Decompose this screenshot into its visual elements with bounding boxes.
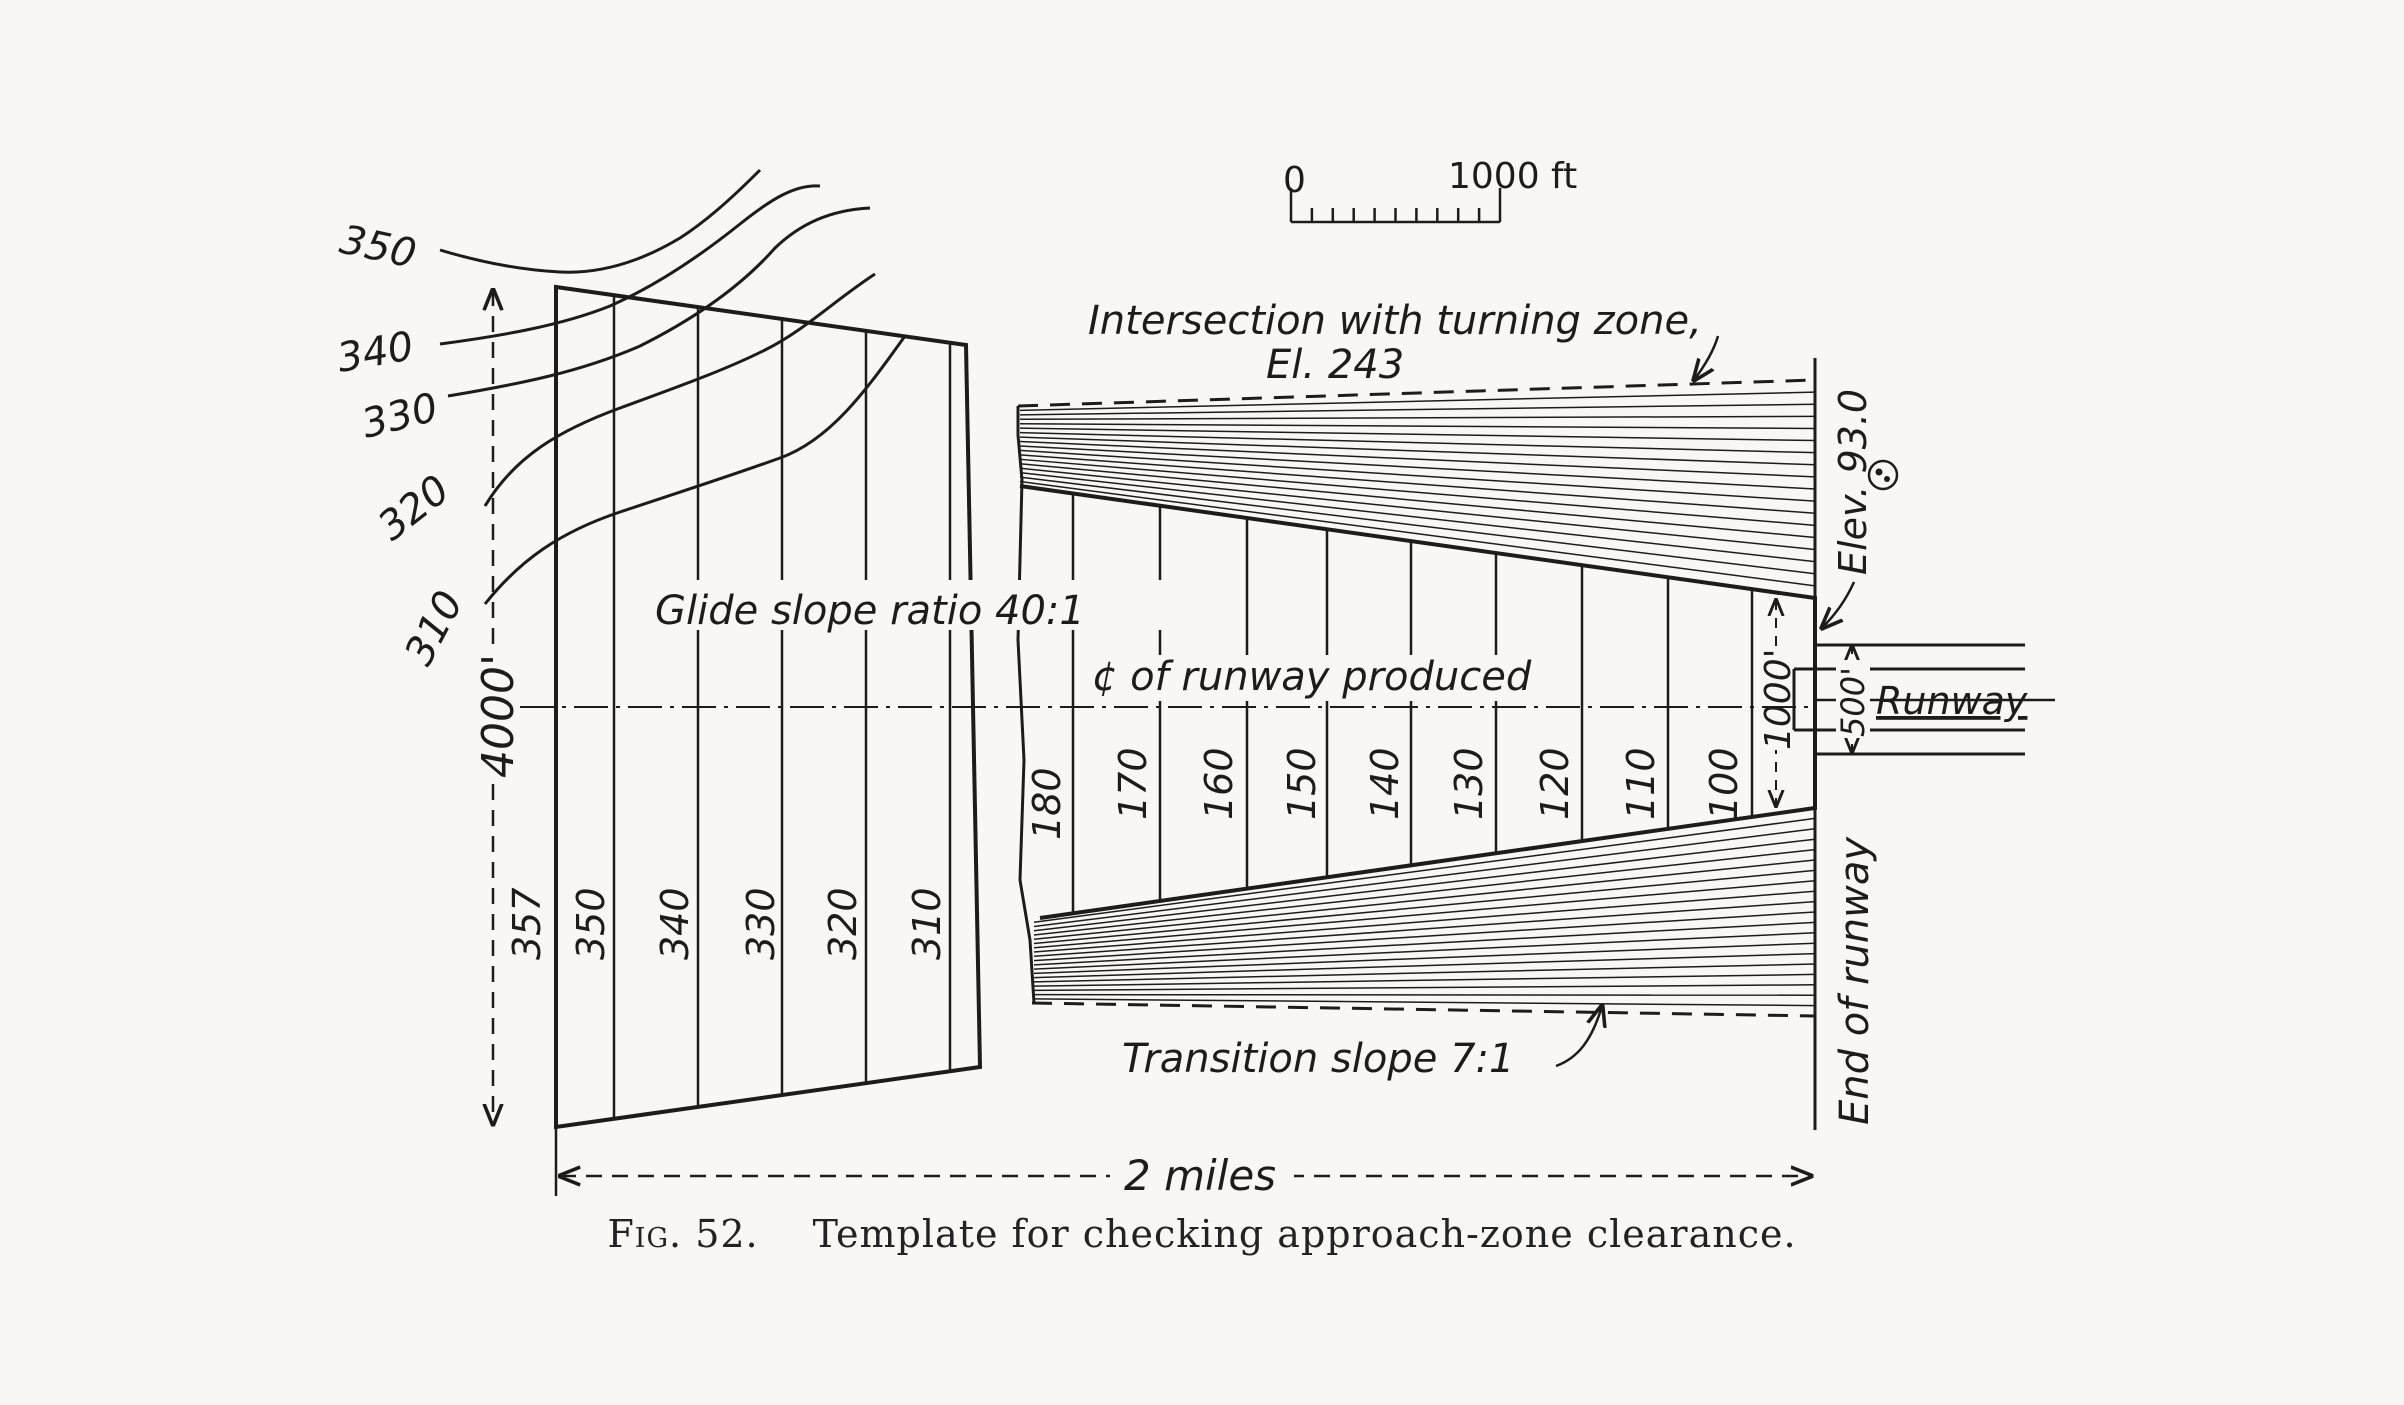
hatch-line xyxy=(1033,880,1816,949)
hatch-line xyxy=(1019,391,1816,412)
hatch-line xyxy=(1019,454,1816,514)
figure-number: Fig. 52. xyxy=(607,1212,759,1256)
hatch-line xyxy=(1019,422,1816,430)
hatch-line xyxy=(1019,458,1816,527)
caption-text: Template for checking approach-zone clea… xyxy=(812,1212,1797,1256)
contour-label-350: 350 xyxy=(336,217,420,278)
runway-label: Runway xyxy=(1876,679,2028,723)
hatch-line xyxy=(1033,932,1816,970)
hatch-line xyxy=(1019,440,1816,478)
hatch-line xyxy=(1019,403,1816,416)
hatch-line xyxy=(1033,993,1816,996)
hatch-line xyxy=(1019,463,1816,539)
contour-340 xyxy=(439,184,821,346)
hatch-line xyxy=(1033,890,1816,953)
hatch-line xyxy=(1033,921,1816,966)
glide-strip-label: 120 xyxy=(1533,747,1577,820)
end-of-runway-label: End of runway xyxy=(1832,836,1878,1125)
hatch-line xyxy=(1019,480,1816,587)
hatch-line xyxy=(1019,436,1816,466)
benchmark-icon xyxy=(1867,459,1899,491)
left-strip-label: 320 xyxy=(821,887,865,960)
lower-intersection-line xyxy=(1031,1001,1816,1018)
hatch-line xyxy=(1019,431,1816,454)
left-strip-label: 330 xyxy=(739,887,783,960)
length-dimension: 2 miles xyxy=(554,1106,1811,1200)
runway-width-dimension: 500' xyxy=(1834,646,1872,752)
contour-label-330: 330 xyxy=(357,385,442,448)
scale-bar-ticks xyxy=(1289,188,1502,222)
left-strip-label: 310 xyxy=(905,887,949,960)
contour-label-340: 340 xyxy=(334,323,417,382)
scale-bar: 0 1000 ft xyxy=(1283,156,1577,224)
hatch-line xyxy=(1033,900,1816,958)
transition-leader xyxy=(1555,1006,1602,1068)
left-edge-label: 357 xyxy=(505,887,549,960)
right-template: 180 170 160 150 140 130 120 110 100 1000' xyxy=(1016,378,1817,1018)
glide-strip-label: 150 xyxy=(1280,747,1324,820)
hatch-line xyxy=(1033,984,1816,992)
right-template-broken-edge xyxy=(1016,406,1036,1004)
elevation-marker: Elev. 93.0 xyxy=(1822,389,1899,628)
contour-310 xyxy=(483,335,907,605)
hatch-line xyxy=(1033,817,1816,924)
transition-slope-label: Transition slope 7:1 xyxy=(1122,1036,1514,1082)
figure-caption: Fig. 52. Template for checking approach-z… xyxy=(0,1212,2404,1256)
hatch-line xyxy=(1033,911,1816,962)
intersection-label-line2: El. 243 xyxy=(1266,342,1404,388)
hatch-line xyxy=(1019,445,1816,490)
inner-width-label-1000: 1000' xyxy=(1758,648,1799,750)
hatch-line xyxy=(1033,963,1816,983)
hatch-line xyxy=(1033,942,1816,975)
elevation-label: Elev. 93.0 xyxy=(1831,389,1875,575)
hatch-line xyxy=(1019,467,1816,551)
hatch-line xyxy=(1019,449,1816,502)
left-template-outline xyxy=(554,284,983,1130)
hatch-line xyxy=(1019,471,1816,563)
hatch-line xyxy=(1033,869,1816,945)
intersection-leader xyxy=(1694,335,1720,380)
left-strip-label: 340 xyxy=(653,887,697,960)
scale-zero-label: 0 xyxy=(1283,160,1306,201)
hatch-line xyxy=(1033,998,1816,1007)
glide-strip-label: 140 xyxy=(1363,747,1407,820)
hatch-line xyxy=(1019,415,1816,421)
hatch-line xyxy=(1033,828,1816,928)
upper-transition-hatching xyxy=(1019,391,1816,587)
glide-slope-strip-lines xyxy=(1071,493,1754,914)
glide-strip-label: 180 xyxy=(1025,767,1069,840)
contour-350 xyxy=(439,168,762,274)
hatch-line xyxy=(1033,859,1816,941)
terrain-contours xyxy=(439,168,907,605)
glide-strip-label: 110 xyxy=(1619,747,1663,820)
glide-slope-label: Glide slope ratio 40:1 xyxy=(655,588,1085,634)
glide-strip-label: 160 xyxy=(1197,747,1241,820)
hatch-line xyxy=(1033,973,1816,987)
hatch-line xyxy=(1033,838,1816,932)
centerline-label: ¢ of runway produced xyxy=(1092,654,1532,700)
hatch-line xyxy=(1019,476,1816,575)
contour-320 xyxy=(483,272,876,507)
hatch-line xyxy=(1033,848,1816,936)
left-template-strip-labels: 350 340 330 320 310 xyxy=(569,887,949,960)
length-label: 2 miles xyxy=(1124,1151,1276,1200)
contour-label-320: 320 xyxy=(370,467,458,550)
glide-strip-label: 170 xyxy=(1111,747,1155,820)
scale-end-label: 1000 ft xyxy=(1448,156,1577,197)
contour-labels: 350 340 330 320 310 xyxy=(334,217,473,673)
left-strip-label: 350 xyxy=(569,887,613,960)
glide-strip-label: 100 xyxy=(1702,747,1746,820)
hatch-line xyxy=(1019,427,1816,442)
width-dimension-4000: 4000' xyxy=(470,290,524,1124)
intersection-label-line1: Intersection with turning zone, xyxy=(1088,298,1702,344)
upper-intersection-line xyxy=(1017,378,1816,408)
lower-transition-hatching xyxy=(1033,817,1816,1007)
contour-label-310: 310 xyxy=(396,584,472,673)
width-label-4000: 4000' xyxy=(473,654,524,778)
glide-strip-label: 130 xyxy=(1447,747,1491,820)
glide-slope-strip-labels: 180 170 160 150 140 130 120 110 100 xyxy=(1025,747,1746,840)
runway-width-label: 500' xyxy=(1834,667,1872,737)
hatch-line xyxy=(1033,952,1816,979)
